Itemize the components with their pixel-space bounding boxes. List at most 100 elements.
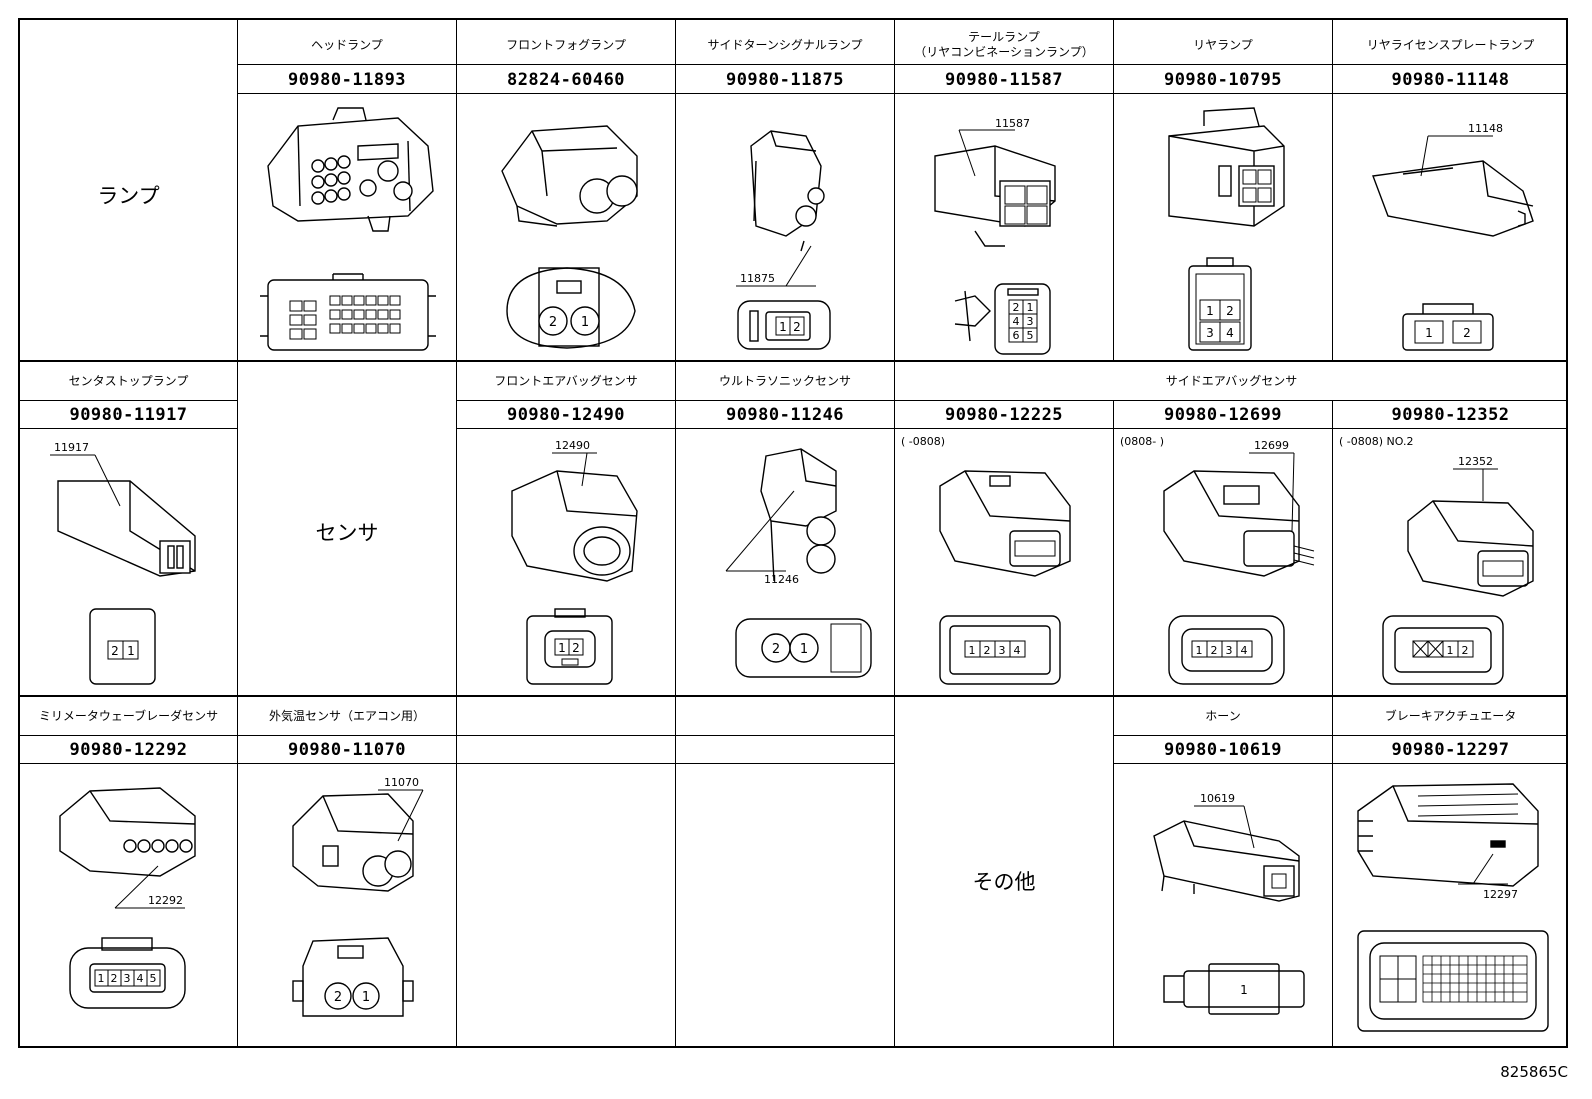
pin-number: 2 <box>1013 301 1020 314</box>
grid-line <box>20 763 894 764</box>
pin-number: 1 <box>98 972 105 985</box>
connector-rear-lamp: リヤランプ 90980-10795 1 2 3 4 <box>1114 20 1332 360</box>
pin-number: 2 <box>772 642 780 657</box>
pin-number: 3 <box>1226 644 1233 657</box>
side-airbag-sensor-header: サイドエアバッグセンサ <box>895 361 1568 400</box>
grid-line <box>1332 400 1333 1046</box>
connector-drawing: 12297 <box>1333 766 1568 1046</box>
connector-ultrasonic-sensor: ウルトラソニックセンサ 90980-11246 11246 2 1 <box>676 361 894 695</box>
pin-number: 3 <box>1206 326 1214 340</box>
component-name: ホーン <box>1205 709 1241 723</box>
category-other: その他 <box>895 696 1113 1046</box>
model-range-note: ( -0808) <box>901 435 946 448</box>
pin-number: 1 <box>127 644 135 658</box>
model-range-note: ( -0808) NO.2 <box>1339 435 1414 448</box>
part-number: 90980-11070 <box>287 740 407 760</box>
component-name: フロントフォグランプ <box>506 38 626 52</box>
grid-line <box>1113 735 1568 736</box>
component-name: サイドターンシグナルランプ <box>707 38 863 52</box>
pin-number: 2 <box>1211 644 1218 657</box>
empty-cell <box>457 696 675 1046</box>
pin-number: 4 <box>1226 326 1234 340</box>
component-name: リヤライセンスプレートランプ <box>1366 38 1535 52</box>
connector-drawing: 11875 1 2 <box>676 96 894 358</box>
grid-line <box>237 64 1568 65</box>
callout-label: 11148 <box>1468 122 1503 135</box>
pin-number: 2 <box>334 990 342 1005</box>
connector-drawing: 12352 1 2 <box>1333 431 1568 693</box>
grid-line <box>1113 763 1568 764</box>
pin-number: 3 <box>1027 315 1034 328</box>
connector-horn: ホーン 90980-10619 10619 1 <box>1114 696 1332 1046</box>
category-lamp: ランプ <box>20 20 237 360</box>
callout-label: 10619 <box>1200 792 1235 805</box>
pin-number: 1 <box>800 642 808 657</box>
empty-cell <box>676 696 894 1046</box>
pin-number: 5 <box>1027 329 1034 342</box>
connector-chart: ランプ ヘッドランプ 90980-11893 <box>18 18 1568 1048</box>
pin-number: 4 <box>1241 644 1248 657</box>
pin-number: 2 <box>549 315 557 330</box>
pin-number: 5 <box>150 972 157 985</box>
connector-side-airbag-sensor-c: 90980-12352 ( -0808) NO.2 12352 1 2 <box>1333 401 1568 695</box>
pin-number: 1 <box>969 644 976 657</box>
connector-tail-lamp: テールランプ （リヤコンビネーションランプ） 90980-11587 11587 <box>895 20 1113 360</box>
connector-drawing: 11587 2 1 4 3 6 5 <box>895 96 1113 358</box>
pin-number: 2 <box>793 320 801 334</box>
component-name: テールランプ <box>968 30 1040 44</box>
pin-number: 4 <box>1013 315 1020 328</box>
pin-number: 2 <box>984 644 991 657</box>
part-number: 90980-12292 <box>69 740 188 760</box>
component-name-sub: （リヤコンビネーションランプ） <box>914 45 1094 59</box>
grid-line <box>237 93 1568 94</box>
grid-line <box>456 20 457 1046</box>
grid-line <box>20 428 237 429</box>
grid-line <box>20 360 1568 362</box>
category-label: ランプ <box>97 184 160 208</box>
part-number: 90980-10795 <box>1163 70 1283 90</box>
pin-number: 1 <box>779 320 787 334</box>
grid-line <box>1113 20 1114 360</box>
category-sensor: センサ <box>238 361 456 695</box>
callout-label: 11875 <box>740 272 775 285</box>
pin-number: 4 <box>137 972 144 985</box>
part-number: 90980-11875 <box>725 70 845 90</box>
pin-number: 1 <box>558 641 566 655</box>
grid-line <box>237 20 238 1046</box>
pin-number: 2 <box>1462 644 1469 657</box>
component-name: ウルトラソニックセンサ <box>718 374 851 388</box>
part-number: 90980-11893 <box>287 70 407 90</box>
connector-drawing: 11070 2 1 <box>238 766 456 1046</box>
component-name: 外気温センサ（エアコン用） <box>268 709 425 723</box>
pin-number: 2 <box>111 972 118 985</box>
connector-drawing: 11917 2 1 <box>20 431 237 693</box>
pin-number: 1 <box>1206 304 1214 318</box>
connector-side-turn-signal-lamp: サイドターンシグナルランプ 90980-11875 11875 1 2 <box>676 20 894 360</box>
connector-drawing: 10619 1 <box>1114 766 1332 1046</box>
pin-number: 4 <box>1014 644 1021 657</box>
part-number: 82824-60460 <box>506 70 626 90</box>
model-range-note: (0808- ) <box>1120 435 1165 448</box>
grid-line <box>456 400 1568 401</box>
component-name: リヤランプ <box>1193 38 1253 52</box>
connector-drawing: 1 2 3 4 <box>895 431 1113 693</box>
connector-drawing: 11246 2 1 <box>676 431 894 693</box>
connector-drawing: 11148 1 2 <box>1333 96 1568 358</box>
callout-label: 12699 <box>1254 439 1289 452</box>
connector-front-fog-lamp: フロントフォグランプ 82824-60460 2 1 <box>457 20 675 360</box>
pin-number: 2 <box>1463 326 1471 340</box>
callout-label: 11246 <box>764 573 799 586</box>
part-number: 90980-11246 <box>725 405 845 425</box>
grid-line <box>456 428 1568 429</box>
connector-drawing: 2 1 <box>457 96 675 358</box>
part-number: 90980-10619 <box>1163 740 1283 760</box>
part-number: 90980-12225 <box>944 405 1064 425</box>
category-label: その他 <box>972 870 1036 894</box>
part-number: 90980-11148 <box>1391 70 1510 90</box>
connector-center-stop-lamp: センタストップランプ 90980-11917 11917 2 1 <box>20 361 237 695</box>
connector-front-airbag-sensor: フロントエアバッグセンサ 90980-12490 12490 1 2 <box>457 361 675 695</box>
pin-number: 1 <box>581 315 589 330</box>
part-number: 90980-11917 <box>69 405 188 425</box>
part-number: 90980-11587 <box>944 70 1064 90</box>
pin-number: 1 <box>1027 301 1034 314</box>
